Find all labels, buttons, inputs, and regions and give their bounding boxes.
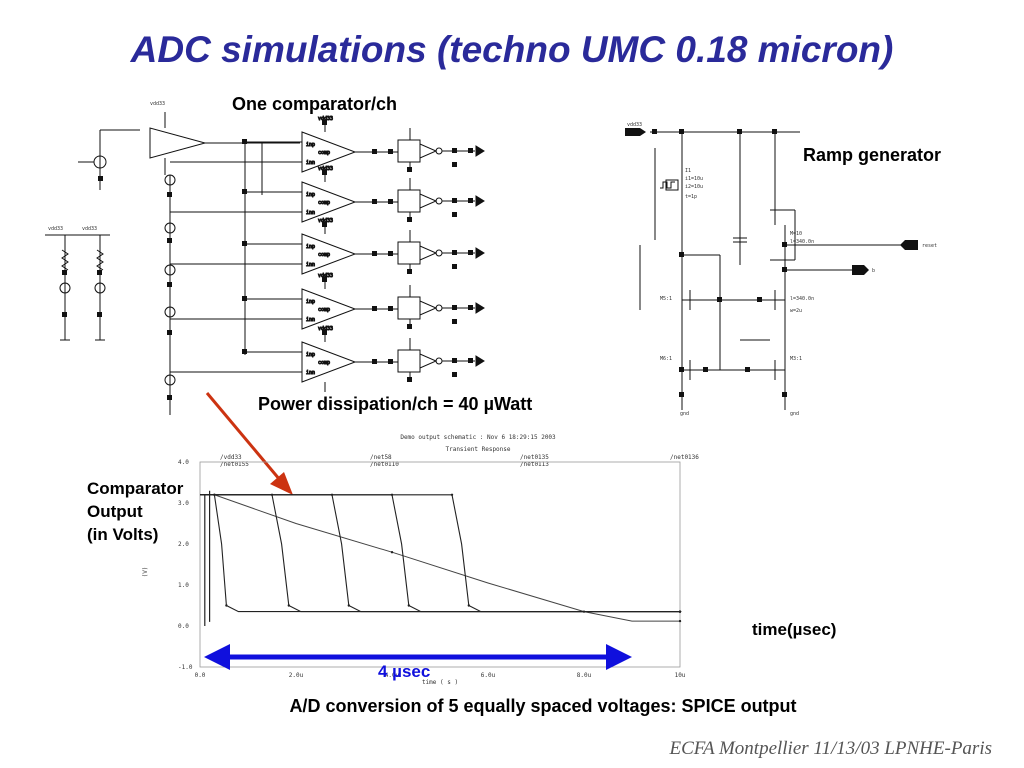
data-point xyxy=(678,619,682,623)
y-tick-label: 1.0 xyxy=(178,582,189,589)
label-ramp-generator: Ramp generator xyxy=(803,145,941,165)
label-comparator-output-3: (in Volts) xyxy=(87,525,158,544)
svg-text:comp: comp xyxy=(318,252,330,258)
blue-double-arrow-icon xyxy=(204,644,632,670)
svg-text:inp: inp xyxy=(306,142,315,148)
caption: A/D conversion of 5 equally spaced volta… xyxy=(289,696,796,716)
svg-text:M6:1: M6:1 xyxy=(660,356,672,362)
data-point xyxy=(225,604,228,607)
red-arrow-icon xyxy=(205,392,293,495)
svg-text:vdd33: vdd33 xyxy=(627,122,642,128)
x-tick-label: 4.0u xyxy=(385,672,400,679)
svg-text:vdd33: vdd33 xyxy=(48,226,63,232)
legend-entry: /net0113 xyxy=(520,461,549,468)
svg-text:inp: inp xyxy=(306,192,315,198)
ramp-generator-schematic: vdd33 reset b I1 i1=10u i2=10u t=1p M=10… xyxy=(625,122,937,417)
x-tick-label: 6.0u xyxy=(481,672,496,679)
transient-plot: Demo output schematic : Nov 6 18:29:15 2… xyxy=(142,434,699,686)
x-tick-label: 8.0u xyxy=(577,672,592,679)
chart-title: Demo output schematic : Nov 6 18:29:15 2… xyxy=(400,434,556,441)
svg-text:i2=10u: i2=10u xyxy=(685,184,703,190)
svg-text:l=340.0n: l=340.0n xyxy=(790,296,814,302)
label-4-usec: 4 µsec xyxy=(378,662,430,681)
svg-text:vdd33: vdd33 xyxy=(318,218,333,224)
y-axis-label: (V) xyxy=(142,567,149,578)
svg-text:gnd: gnd xyxy=(790,411,799,417)
y-tick-label: 0.0 xyxy=(178,623,189,630)
x-axis-label: time ( s ) xyxy=(422,679,458,686)
legend-entry: /net0110 xyxy=(370,461,399,468)
svg-text:gnd: gnd xyxy=(680,411,689,417)
slide-title: ADC simulations (techno UMC 0.18 micron) xyxy=(130,29,894,70)
svg-text:inp: inp xyxy=(306,299,315,305)
svg-text:reset: reset xyxy=(922,243,937,249)
svg-text:inn: inn xyxy=(306,160,315,166)
label-time-axis: time(µsec) xyxy=(752,620,836,639)
svg-text:inn: inn xyxy=(306,370,315,376)
series-line xyxy=(200,494,680,622)
label-comparator-output-2: Output xyxy=(87,502,143,521)
data-point xyxy=(678,610,682,613)
legend-entry: /net0136 xyxy=(670,454,699,461)
x-tick-label: 2.0u xyxy=(289,672,304,679)
y-tick-label: -1.0 xyxy=(178,664,193,671)
legend-entry: /net58 xyxy=(370,454,392,461)
y-tick-label: 4.0 xyxy=(178,459,189,466)
svg-text:inn: inn xyxy=(306,262,315,268)
y-tick-label: 3.0 xyxy=(178,500,189,507)
svg-text:t=1p: t=1p xyxy=(685,194,697,200)
svg-text:b: b xyxy=(872,268,875,274)
svg-text:vdd33: vdd33 xyxy=(318,273,333,279)
svg-text:inn: inn xyxy=(306,210,315,216)
footer: ECFA Montpellier 11/13/03 LPNHE-Paris xyxy=(669,738,992,759)
svg-text:inp: inp xyxy=(306,244,315,250)
x-tick-label: 0.0 xyxy=(195,672,206,679)
svg-text:comp: comp xyxy=(318,200,330,206)
data-point xyxy=(450,493,454,496)
data-point xyxy=(407,604,410,607)
svg-text:inp: inp xyxy=(306,352,315,358)
svg-text:M3:1: M3:1 xyxy=(790,356,802,362)
legend-entry: /net0135 xyxy=(520,454,549,461)
y-tick-label: 2.0 xyxy=(178,541,189,548)
x-tick-label: 10u xyxy=(675,672,686,679)
svg-text:vdd33: vdd33 xyxy=(318,116,333,122)
data-point xyxy=(347,604,350,607)
svg-text:vdd33: vdd33 xyxy=(150,101,165,107)
svg-text:vdd33: vdd33 xyxy=(318,326,333,332)
svg-text:comp: comp xyxy=(318,307,330,313)
legend-entry: /net0155 xyxy=(220,461,249,468)
series-line xyxy=(200,494,680,613)
chart-subtitle: Transient Response xyxy=(445,446,510,453)
label-comparator-output-1: Comparator xyxy=(87,479,184,498)
svg-text:vdd33: vdd33 xyxy=(318,166,333,172)
label-one-comparator: One comparator/ch xyxy=(232,94,397,114)
series-line xyxy=(200,494,680,613)
svg-text:inn: inn xyxy=(306,317,315,323)
svg-text:comp: comp xyxy=(318,150,330,156)
legend-entry: /vdd33 xyxy=(220,454,242,461)
comparator-schematic: inpinncompvdd33inpinncompvdd33inpinncomp… xyxy=(45,101,485,415)
series-line xyxy=(200,494,680,613)
svg-text:M5:1: M5:1 xyxy=(660,296,672,302)
data-point xyxy=(287,604,290,607)
series-line xyxy=(200,494,680,613)
data-point xyxy=(467,604,470,607)
label-power-dissipation: Power dissipation/ch = 40 µWatt xyxy=(258,394,532,414)
svg-text:I1: I1 xyxy=(685,168,691,174)
series-line xyxy=(200,494,680,613)
data-point xyxy=(390,551,394,554)
svg-text:i1=10u: i1=10u xyxy=(685,176,703,182)
svg-text:w=2u: w=2u xyxy=(790,308,802,314)
svg-text:l=340.0n: l=340.0n xyxy=(790,239,814,245)
svg-text:vdd33: vdd33 xyxy=(82,226,97,232)
svg-text:comp: comp xyxy=(318,360,330,366)
svg-text:M=10: M=10 xyxy=(790,231,802,237)
